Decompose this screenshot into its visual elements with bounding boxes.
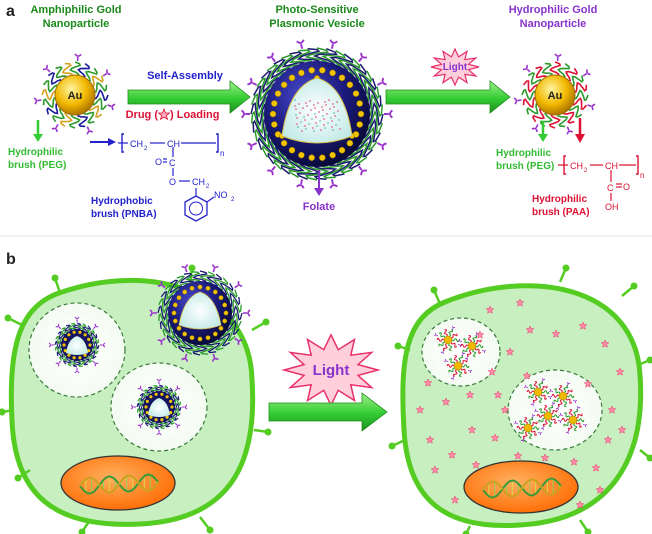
endosome-right-1 [421,317,501,387]
light-label-b: Light [313,362,350,379]
pnba-label-line2: brush (PNBA) [91,209,157,220]
hydrophilic-gold-nanoparticle: Au [513,53,596,135]
pnba-structure: CH 2 CH n C O O CH 2 NO 2 [118,133,235,222]
np-left-title-line1: Amphiphilic Gold [30,4,121,16]
svg-text:OH: OH [605,202,619,212]
svg-text:C: C [169,158,176,168]
light-label-a: Light [443,62,468,73]
paa-structure: CH 2 CH n C O OH [558,155,644,212]
svg-text:CH: CH [570,161,583,171]
vesicle-title-line1: Photo-Sensitive [275,4,358,16]
peg-left-line2: brush (PEG) [8,160,66,171]
svg-text:CH: CH [130,139,143,149]
folate-label: Folate [303,201,335,213]
paa-label-line1: Hydrophilic [532,194,587,205]
paa-label-line2: brush (PAA) [532,207,590,218]
self-assembly-arrow [127,80,251,114]
release-arrow [268,392,388,432]
peg-right-line1: Hydrophilic [496,148,551,159]
light-triggered-arrow [385,80,511,114]
np-left-title-line2: Nanoparticle [43,18,110,30]
drug-star-icon [157,107,171,121]
svg-text:CH: CH [192,177,205,187]
svg-text:O: O [155,157,162,167]
svg-text:2: 2 [231,197,235,203]
drug-loading-label-post: ) Loading [170,109,220,121]
svg-text:CH: CH [167,139,180,149]
vesicle-title-line2: Plasmonic Vesicle [269,18,364,30]
cell-after [388,264,652,534]
photo-sensitive-vesicle [240,39,394,189]
panel-b-label: b [6,251,16,268]
au-label-left: Au [68,90,83,102]
svg-text:2: 2 [144,146,148,152]
au-label-right: Au [548,90,563,102]
svg-text:n: n [640,171,644,180]
np-right-title-line2: Nanoparticle [520,18,587,30]
panel-a-label: a [6,3,15,20]
amphiphilic-gold-nanoparticle: Au [33,53,116,135]
self-assembly-label: Self-Assembly [147,70,224,82]
svg-text:O: O [623,182,630,192]
light-burst-a [430,47,480,87]
svg-text:n: n [220,149,224,158]
drug-loading-label-pre: Drug ( [126,109,159,121]
svg-text:C: C [607,183,614,193]
peg-left-line1: Hydrophilic [8,147,63,158]
svg-text:2: 2 [584,168,588,174]
svg-text:O: O [169,177,176,187]
free-vesicle [149,264,251,362]
np-right-title-line1: Hydrophilic Gold [509,4,598,16]
svg-text:2: 2 [206,184,210,190]
pnba-label-line1: Hydrophobic [91,196,153,207]
svg-text:CH: CH [605,161,618,171]
peg-right-line2: brush (PEG) [496,161,554,172]
svg-text:NO: NO [214,190,228,200]
